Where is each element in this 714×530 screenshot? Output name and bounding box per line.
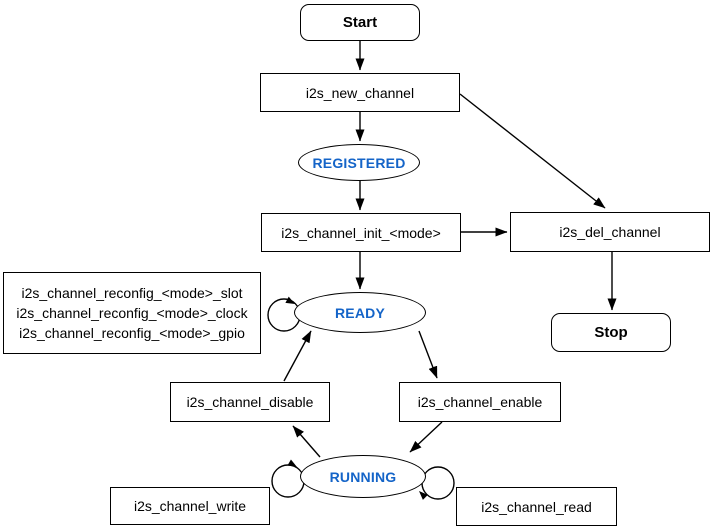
registered-label: REGISTERED <box>312 154 406 171</box>
ready-self-loop-arrowhead <box>285 296 295 304</box>
running-self-loop-left <box>271 464 305 498</box>
del-channel-label: i2s_del_channel <box>559 224 661 240</box>
stop-label: Stop <box>594 324 628 341</box>
ready-state: READY <box>294 292 426 333</box>
start-label: Start <box>342 14 378 31</box>
reconfig-gpio-label: i2s_channel_reconfig_<mode>_gpio <box>19 325 245 341</box>
stop-node: Stop <box>551 313 671 352</box>
write-label: i2s_channel_write <box>133 498 247 514</box>
reconfig-slot-label: i2s_channel_reconfig_<mode>_slot <box>21 285 243 301</box>
edge-enable-to-running <box>409 421 443 453</box>
enable-node: i2s_channel_enable <box>399 382 561 422</box>
registered-state: REGISTERED <box>298 144 420 181</box>
running-state: RUNNING <box>300 455 426 498</box>
read-label: i2s_channel_read <box>481 498 592 515</box>
edge-new-channel-to-del-channel <box>459 93 606 209</box>
write-node: i2s_channel_write <box>110 487 270 525</box>
reconfig-box: i2s_channel_reconfig_<mode>_slot i2s_cha… <box>3 272 261 354</box>
edge-disable-to-ready <box>283 330 312 382</box>
edge-running-to-disable <box>292 425 321 458</box>
reconfig-clock-label: i2s_channel_reconfig_<mode>_clock <box>16 305 248 321</box>
edge-ready-to-enable <box>418 330 438 379</box>
new-channel-label: i2s_new_channel <box>305 84 415 101</box>
disable-label: i2s_channel_disable <box>186 394 314 410</box>
init-label: i2s_channel_init_<mode> <box>281 224 441 241</box>
init-node: i2s_channel_init_<mode> <box>261 213 461 252</box>
read-node: i2s_channel_read <box>456 487 617 526</box>
running-left-loop-arrowhead <box>287 459 297 467</box>
disable-node: i2s_channel_disable <box>170 382 330 422</box>
running-self-loop-right <box>421 466 455 500</box>
start-node: Start <box>300 4 420 41</box>
del-channel-node: i2s_del_channel <box>510 212 710 252</box>
ready-label: READY <box>334 304 385 321</box>
new-channel-node: i2s_new_channel <box>260 73 460 112</box>
enable-label: i2s_channel_enable <box>417 394 543 410</box>
running-right-loop-arrowhead <box>419 491 428 500</box>
running-label: RUNNING <box>329 468 397 485</box>
